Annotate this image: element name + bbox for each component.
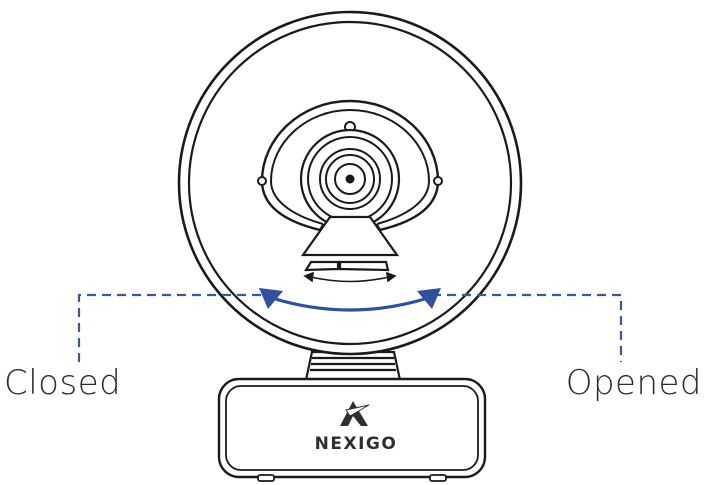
right-arrowhead-icon <box>417 288 441 309</box>
nexigo-logo-icon <box>340 401 370 426</box>
privacy-slider <box>300 215 400 272</box>
slider-direction-arrow-icon <box>303 271 397 283</box>
rotation-arc <box>259 288 441 312</box>
dashed-guide-lines <box>77 293 623 362</box>
closed-label: Closed <box>4 363 122 403</box>
lens-housing <box>257 99 443 232</box>
brand-wordmark: NEXIGO <box>314 434 398 454</box>
webcam-base <box>217 377 487 482</box>
left-arrowhead-icon <box>259 288 283 309</box>
mount-neck <box>304 350 402 382</box>
opened-label: Opened <box>565 363 702 403</box>
